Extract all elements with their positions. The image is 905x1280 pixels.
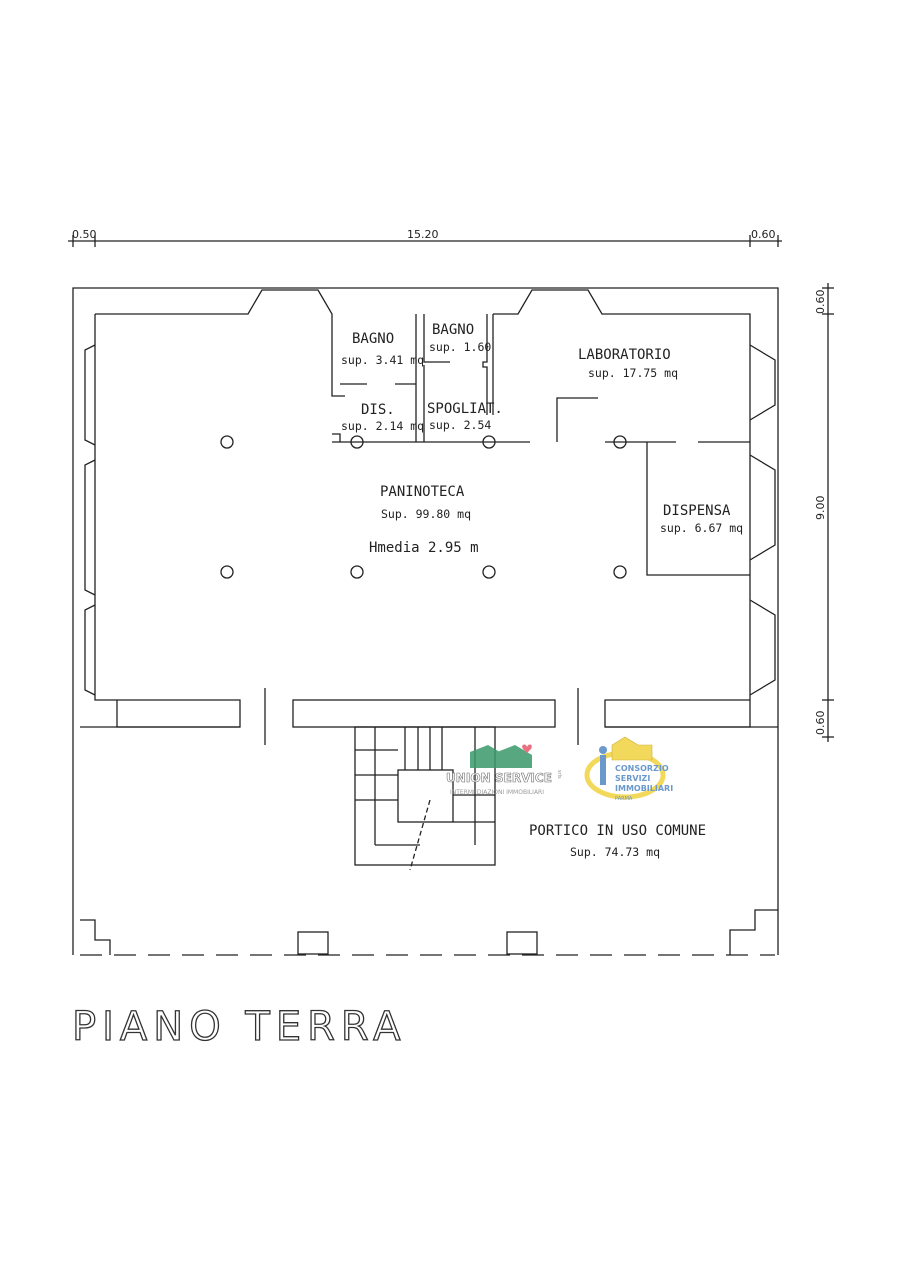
- dim-right-main: 9.00: [814, 496, 827, 521]
- room-bagno-2-name: BAGNO: [432, 322, 474, 338]
- columns: [220, 435, 627, 579]
- internal-walls: [332, 314, 750, 576]
- room-bagno-2-area: sup. 1.60: [429, 340, 491, 354]
- room-paninoteca-name: PANINOTECA: [380, 484, 465, 500]
- room-dis-area: sup. 2.14 mq: [341, 419, 424, 433]
- union-service-suffix: srls: [556, 770, 562, 779]
- outer-walls: [72, 287, 779, 956]
- dim-top-main: 15.20: [407, 228, 439, 241]
- room-dispensa-name: DISPENSA: [663, 503, 731, 519]
- room-portico-name: PORTICO IN USO COMUNE: [529, 823, 706, 839]
- union-service-tagline: INTERMEDIAZIONI IMMOBILIARI: [450, 789, 544, 796]
- room-dis-name: DIS.: [361, 402, 395, 418]
- dim-right-top: 0.60: [814, 290, 827, 315]
- heart-icon: [522, 744, 532, 753]
- right-dimension: 0.60 9.00 0.60: [814, 283, 834, 742]
- room-paninoteca-area: Sup. 99.80 mq: [381, 507, 471, 521]
- room-bagno-1-name: BAGNO: [352, 331, 394, 347]
- room-spogliat-name: SPOGLIAT.: [427, 401, 503, 417]
- room-labels: BAGNO sup. 3.41 mq BAGNO sup. 1.60 DIS. …: [341, 322, 743, 859]
- room-dispensa-area: sup. 6.67 mq: [660, 521, 743, 535]
- consorzio-logo: CONSORZIO SERVIZI IMMOBILIARI PARMA: [584, 736, 673, 802]
- consorzio-line-2: SERVIZI: [615, 774, 650, 783]
- room-portico-area: Sup. 74.73 mq: [570, 845, 660, 859]
- top-dimension: 0.50 15.20 0.60: [68, 228, 782, 247]
- union-service-logo: UNION SERVICE srls INTERMEDIAZIONI IMMOB…: [446, 744, 562, 796]
- consorzio-line-3: IMMOBILIARI: [615, 784, 673, 793]
- dim-top-right: 0.60: [751, 228, 776, 241]
- consorzio-line-4: PARMA: [615, 796, 633, 802]
- consorzio-line-1: CONSORZIO: [615, 764, 669, 773]
- plan-title: PIANO TERRA: [72, 1004, 406, 1050]
- room-paninoteca-height: Hmedia 2.95 m: [369, 540, 479, 556]
- dim-right-bottom: 0.60: [814, 711, 827, 736]
- dim-top-left: 0.50: [72, 228, 97, 241]
- room-laboratorio-area: sup. 17.75 mq: [588, 366, 678, 380]
- staircase: [354, 726, 496, 871]
- room-laboratorio-name: LABORATORIO: [578, 347, 671, 363]
- room-bagno-1-area: sup. 3.41 mq: [341, 353, 424, 367]
- room-spogliat-area: sup. 2.54: [429, 418, 491, 432]
- union-service-name: UNION SERVICE: [446, 771, 552, 785]
